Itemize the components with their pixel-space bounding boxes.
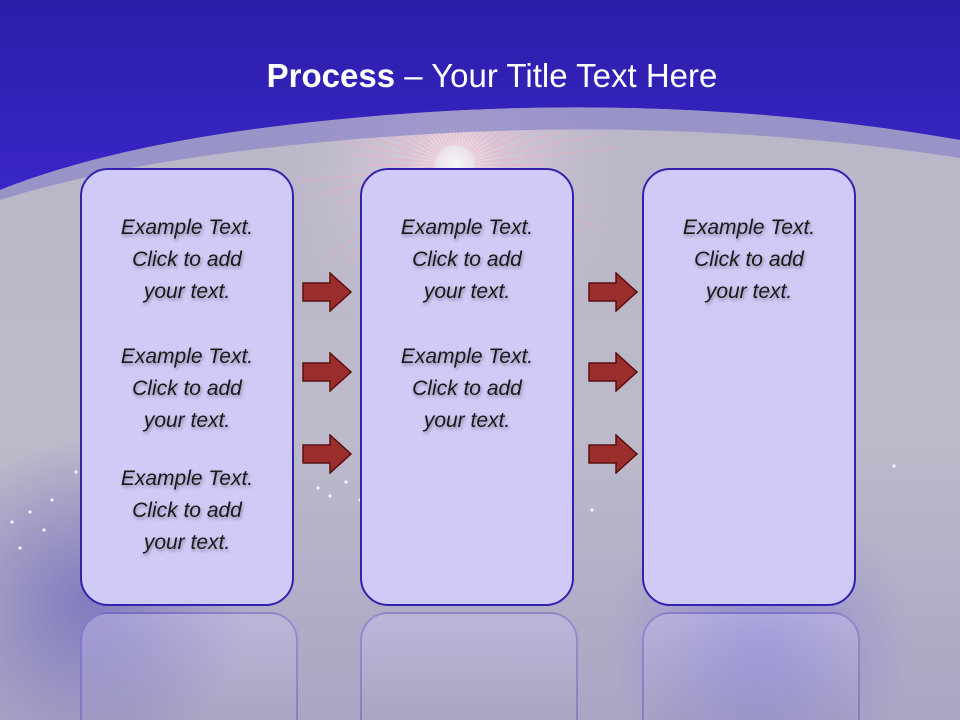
- text-line: Example Text.: [120, 216, 254, 239]
- title-rest-text: – Your Title Text Here: [395, 57, 718, 94]
- process-box-2[interactable]: Example Text. Click to add your text. Ex…: [360, 168, 574, 606]
- box-reflection-2: [360, 612, 578, 720]
- text-line: your text.: [143, 531, 231, 554]
- text-line: Click to add: [412, 248, 522, 271]
- right-arrow-icon: [302, 434, 352, 474]
- right-arrow-icon: [588, 272, 638, 312]
- text-line: Example Text.: [400, 345, 534, 368]
- box-reflection-1: [80, 612, 298, 720]
- text-block[interactable]: Example Text. Click to add your text.: [644, 212, 854, 308]
- text-line: your text.: [143, 409, 231, 432]
- text-block[interactable]: Example Text. Click to add your text.: [362, 341, 572, 437]
- text-line: Click to add: [132, 499, 242, 522]
- text-line: Click to add: [694, 248, 804, 271]
- text-line: Click to add: [412, 377, 522, 400]
- right-arrow-icon: [588, 352, 638, 392]
- title-bold-text: Process: [266, 57, 396, 94]
- right-arrow-icon: [302, 272, 352, 312]
- text-block[interactable]: Example Text. Click to add your text.: [82, 463, 292, 559]
- text-block[interactable]: Example Text. Click to add your text.: [82, 341, 292, 437]
- box-reflection-3: [642, 612, 860, 720]
- right-arrow-icon: [302, 352, 352, 392]
- text-block[interactable]: Example Text. Click to add your text.: [82, 212, 292, 308]
- text-block[interactable]: Example Text. Click to add your text.: [362, 212, 572, 308]
- text-line: your text.: [705, 280, 793, 303]
- text-line: your text.: [423, 280, 511, 303]
- text-line: Example Text.: [682, 216, 816, 239]
- text-line: Click to add: [132, 377, 242, 400]
- right-arrow-icon: [588, 434, 638, 474]
- text-line: your text.: [143, 280, 231, 303]
- process-box-3[interactable]: Example Text. Click to add your text.: [642, 168, 856, 606]
- text-line: Click to add: [132, 248, 242, 271]
- process-box-1[interactable]: Example Text. Click to add your text. Ex…: [80, 168, 294, 606]
- text-line: Example Text.: [400, 216, 534, 239]
- text-line: your text.: [423, 409, 511, 432]
- text-line: Example Text.: [120, 345, 254, 368]
- slide-title[interactable]: Process – Your Title Text Here: [0, 56, 960, 96]
- text-line: Example Text.: [120, 467, 254, 490]
